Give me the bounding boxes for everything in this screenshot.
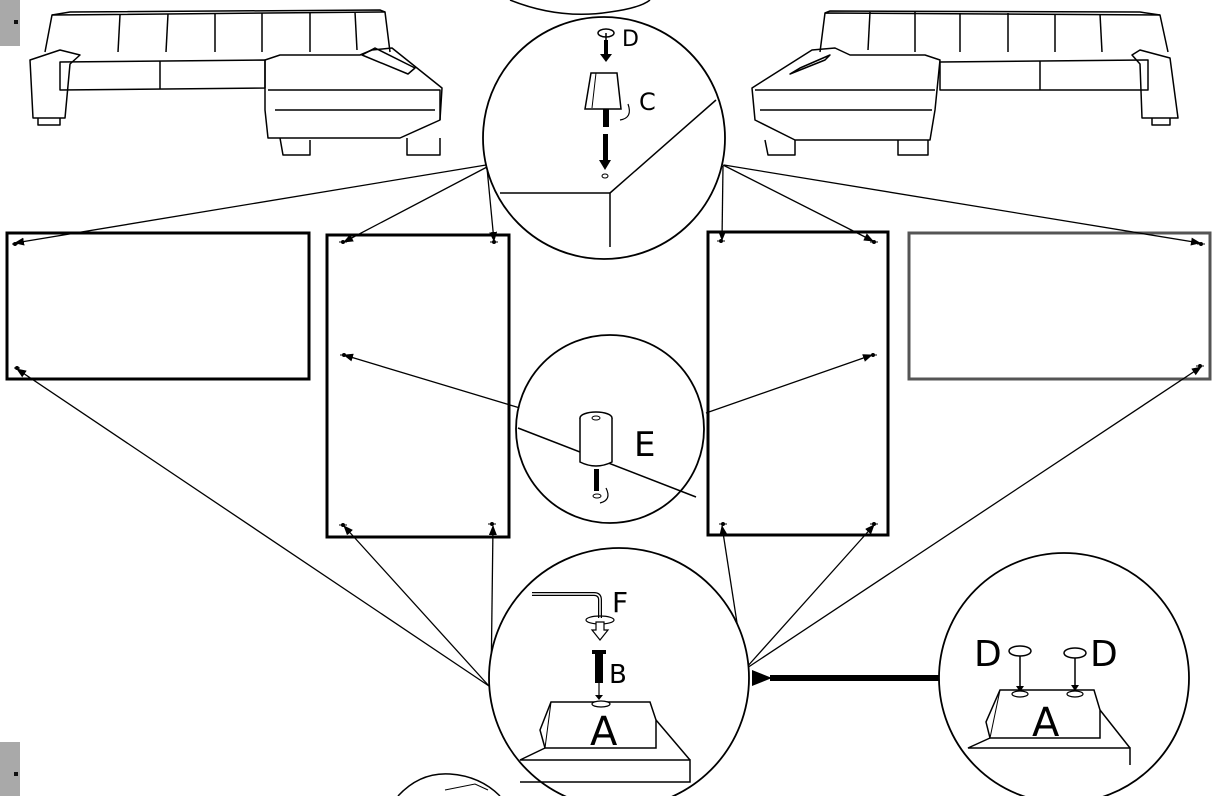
block-a-detail-icon: [985, 689, 1101, 739]
mount-point: [488, 522, 496, 526]
label-f: F: [612, 586, 628, 619]
page-edge-marker-top: [0, 0, 20, 46]
block-a-icon: [539, 701, 657, 749]
callout-circle-fragment-bottom: [397, 773, 501, 796]
frame-panel-3: [706, 230, 890, 537]
sofa-illustration-right: [751, 10, 1179, 156]
glide-d-right-icon: [1063, 647, 1087, 659]
mount-point: [717, 239, 725, 243]
frame-panel-4: [907, 231, 1212, 381]
connector-e-icon: [579, 418, 613, 467]
callout-detail-glides-on-block: D D A: [938, 552, 1190, 796]
down-arrow-icon: [600, 54, 612, 62]
page-edge-marker-bottom: [0, 742, 20, 796]
foot-c-icon: [584, 72, 622, 110]
label-d-left: D: [974, 634, 1002, 675]
label-c: C: [639, 88, 656, 116]
mount-point: [870, 240, 878, 244]
leader-lines: [14, 164, 1202, 687]
frame-panel-2: [325, 233, 511, 539]
frame-panel-1: [5, 231, 311, 381]
label-b: B: [609, 660, 627, 690]
sofa-illustration-left: [29, 9, 443, 156]
callout-top-glide-attachment: D C: [482, 16, 726, 260]
callout-bottom-bolt-assembly: F B A: [488, 547, 750, 796]
label-d: D: [622, 27, 639, 52]
bolt-b-icon: [592, 650, 606, 683]
mount-point: [339, 523, 347, 527]
label-a: A: [590, 709, 618, 755]
glide-d-left-icon: [1008, 645, 1032, 657]
label-d-right: D: [1090, 634, 1118, 675]
callout-middle-connector: E: [515, 334, 705, 524]
callout-circle-fragment-top: [509, 0, 651, 16]
label-a-detail: A: [1032, 700, 1060, 746]
mount-point: [719, 522, 727, 526]
label-e: E: [634, 425, 655, 465]
